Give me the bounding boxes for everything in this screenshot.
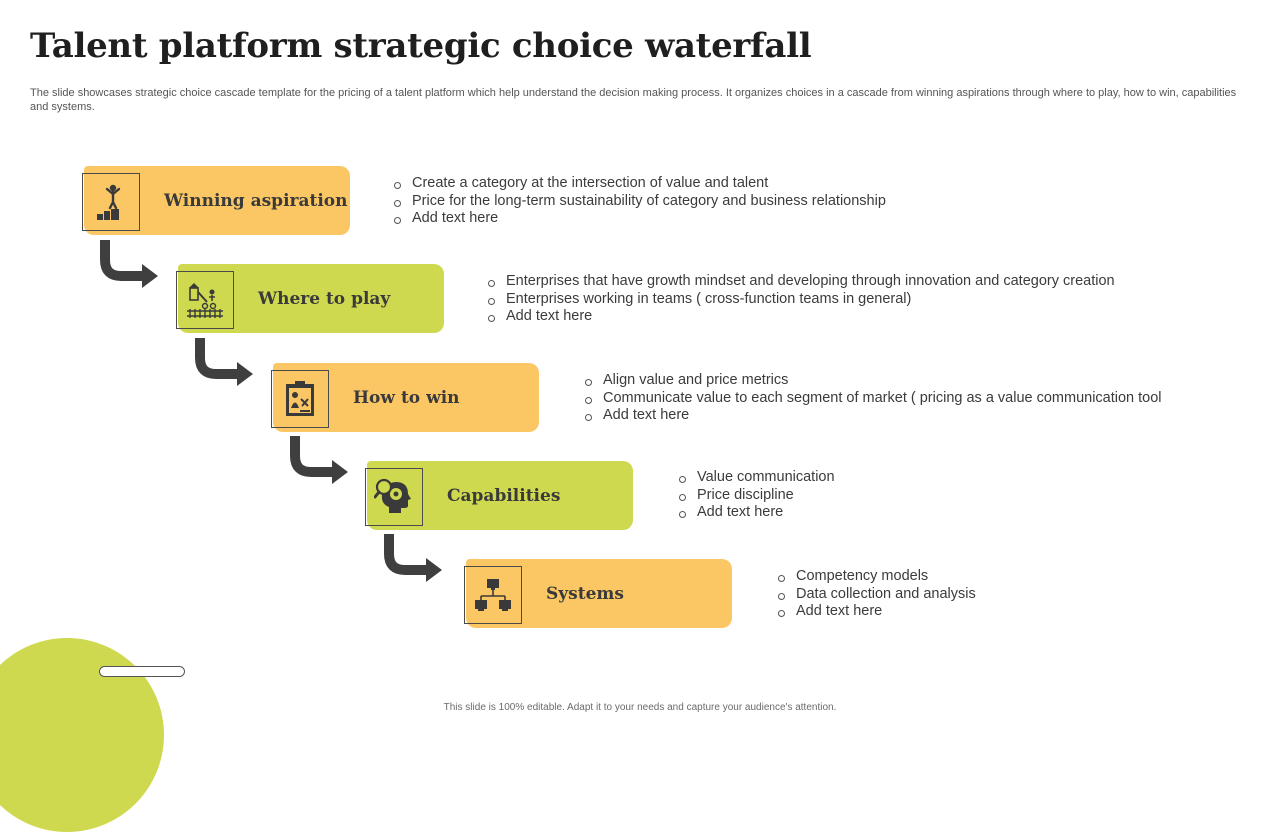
podium-person-icon [82,173,140,231]
list-item: Add text here [679,504,835,522]
step-label: Capabilities [447,485,561,506]
list-item: Price for the long-term sustainability o… [394,193,886,211]
list-item: Add text here [394,210,886,228]
list-item: Add text here [585,407,1162,425]
connector-arrow-4 [384,534,442,582]
page-title: Talent platform strategic choice waterfa… [30,26,812,66]
step-capabilities: Capabilities [365,461,633,530]
step-label: Systems [546,583,624,604]
list-item: Value communication [679,469,835,487]
decorative-pill [99,666,185,677]
page-description: The slide showcases strategic choice cas… [30,87,1237,113]
strategy-board-icon [271,370,329,428]
bullets-where-to-play: Enterprises that have growth mindset and… [488,273,1115,326]
bullets-winning-aspiration: Create a category at the intersection of… [394,175,886,228]
list-item: Add text here [488,308,1115,326]
list-item: Create a category at the intersection of… [394,175,886,193]
list-item: Add text here [778,603,976,621]
step-label: Winning aspiration [164,190,348,211]
step-winning-aspiration: Winning aspiration [82,166,350,235]
footer-note: This slide is 100% editable. Adapt it to… [443,702,837,713]
step-systems: Systems [464,559,732,628]
list-item: Data collection and analysis [778,586,976,604]
list-item: Price discipline [679,487,835,505]
list-item: Enterprises that have growth mindset and… [488,273,1115,291]
network-computers-icon [464,566,522,624]
list-item: Communicate value to each segment of mar… [585,390,1162,408]
bullets-capabilities: Value communication Price discipline Add… [679,469,835,522]
connector-arrow-3 [290,436,348,484]
step-where-to-play: Where to play [176,264,444,333]
bullets-systems: Competency models Data collection and an… [778,568,976,621]
head-gear-magnifier-icon [365,468,423,526]
step-label: Where to play [258,288,391,309]
connector-arrow-1 [100,240,158,288]
step-label: How to win [353,387,460,408]
playground-icon [176,271,234,329]
connector-arrow-2 [195,338,253,386]
bullets-how-to-win: Align value and price metrics Communicat… [585,372,1162,425]
step-how-to-win: How to win [271,363,539,432]
list-item: Enterprises working in teams ( cross-fun… [488,291,1115,309]
list-item: Align value and price metrics [585,372,1162,390]
list-item: Competency models [778,568,976,586]
